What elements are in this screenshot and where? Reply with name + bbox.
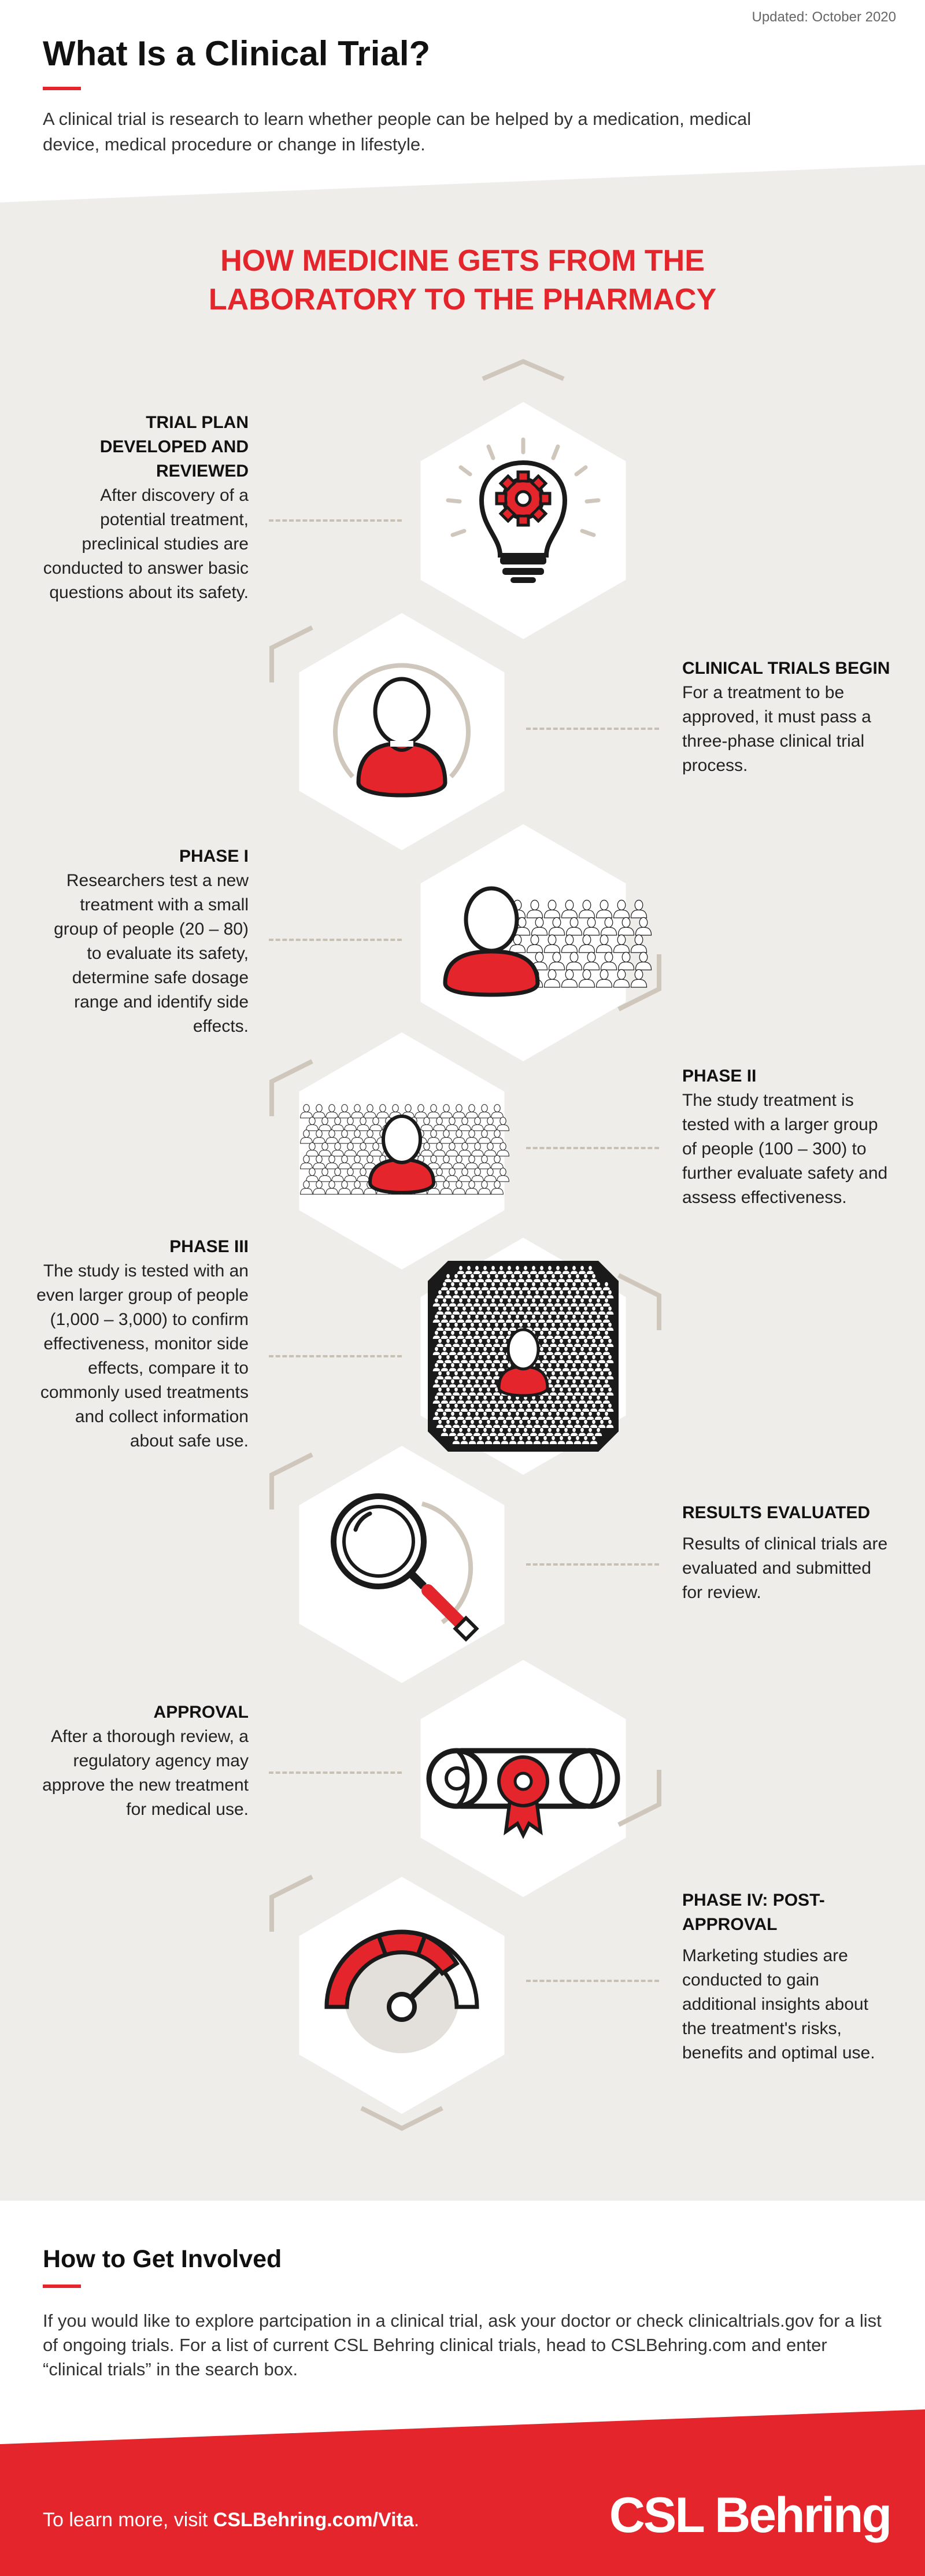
- step-phase-3: PHASE III The study is tested with an ev…: [29, 1235, 249, 1453]
- step-title: TRIAL PLAN DEVELOPED AND REVIEWED: [99, 413, 249, 481]
- process-title-line-2: LABORATORY TO THE PHARMACY: [208, 283, 717, 316]
- connector-dash: [269, 1772, 402, 1774]
- step-title: PHASE IV: POST-APPROVAL: [682, 1891, 825, 1934]
- certificate-icon: [426, 1748, 620, 1839]
- process-title: HOW MEDICINE GETS FROM THE LABORATORY TO…: [0, 242, 925, 319]
- connector-dash: [526, 1563, 659, 1566]
- step-phase-4: PHASE IV: POST-APPROVAL Marketing studie…: [682, 1888, 896, 2065]
- step-title: PHASE II: [682, 1066, 757, 1086]
- step-clinical-trials-begin: CLINICAL TRIALS BEGIN For a treatment to…: [682, 656, 896, 778]
- bracket-3: [269, 1059, 313, 1116]
- involved-underline: [43, 2285, 81, 2288]
- gauge-icon: [324, 1929, 479, 2053]
- bracket-1: [269, 625, 313, 682]
- step-description: For a treatment to be approved, it must …: [682, 683, 871, 775]
- step-trial-plan: TRIAL PLAN DEVELOPED AND REVIEWED After …: [35, 411, 249, 605]
- step-approval: APPROVAL After a thorough review, a regu…: [35, 1700, 249, 1822]
- connector-dash: [269, 939, 402, 941]
- step-description: The study treatment is tested with a lar…: [682, 1091, 888, 1207]
- page-title: What Is a Clinical Trial?: [43, 34, 431, 73]
- crowd-icon: [428, 1261, 619, 1452]
- bracket-4: [617, 1273, 661, 1330]
- step-title: RESULTS EVALUATED: [682, 1503, 871, 1522]
- step-title: PHASE III: [169, 1237, 249, 1256]
- step-description: After discovery of a potential treatment…: [43, 486, 249, 602]
- bracket-6: [617, 1770, 661, 1827]
- hexagon-3: [420, 824, 626, 1061]
- bracket-7: [269, 1874, 313, 1932]
- intro-text: A clinical trial is research to learn wh…: [43, 109, 752, 154]
- footer-band: [0, 2409, 925, 2576]
- step-title: PHASE I: [179, 847, 249, 866]
- footer-link[interactable]: CSLBehring.com/Vita: [213, 2509, 414, 2531]
- step-title: CLINICAL TRIALS BEGIN: [682, 659, 890, 678]
- step-description: Results of clinical trials are evaluated…: [682, 1534, 888, 1602]
- step-description: Marketing studies are conducted to gain …: [682, 1946, 875, 2062]
- footer-cta-suffix: .: [413, 2509, 420, 2531]
- connector-dash: [269, 1355, 402, 1357]
- footer-cta: To learn more, visit CSLBehring.com/Vita…: [43, 2509, 419, 2531]
- step-phase-1: PHASE I Researchers test a new treatment…: [35, 844, 249, 1039]
- csl-behring-logo: CSL Behring: [609, 2488, 892, 2543]
- bracket-5: [269, 1452, 313, 1510]
- connector-dash: [526, 728, 659, 730]
- magnifier-icon: [331, 1493, 479, 1642]
- involved-text: If you would like to explore partcipatio…: [43, 2311, 882, 2379]
- step-description: After a thorough review, a regulatory ag…: [42, 1727, 249, 1819]
- step-description: Researchers test a new treatment with a …: [54, 871, 249, 1036]
- process-title-line-1: HOW MEDICINE GETS FROM THE: [220, 244, 705, 278]
- larger-group-icon: [300, 1104, 509, 1195]
- connector-dash: [526, 1980, 659, 1982]
- footer-cta-prefix: To learn more, visit: [43, 2509, 213, 2531]
- connector-dash: [526, 1147, 659, 1149]
- person-icon: [333, 663, 471, 798]
- involved-title: How to Get Involved: [43, 2245, 282, 2273]
- bracket-2: [617, 954, 661, 1012]
- step-phase-2: PHASE II The study treatment is tested w…: [682, 1064, 896, 1210]
- chevron-top: [482, 359, 565, 381]
- step-title: APPROVAL: [153, 1703, 249, 1722]
- connector-dash: [269, 519, 402, 522]
- updated-date: Updated: October 2020: [752, 9, 896, 25]
- title-underline: [43, 87, 81, 90]
- chevron-bottom: [360, 2106, 443, 2131]
- process-band: [0, 165, 925, 2201]
- lightbulb-gear-icon: [446, 437, 601, 583]
- step-description: The study is tested with an even larger …: [36, 1261, 249, 1451]
- small-group-icon: [443, 886, 652, 997]
- step-results-evaluated: RESULTS EVALUATED Results of clinical tr…: [682, 1501, 896, 1605]
